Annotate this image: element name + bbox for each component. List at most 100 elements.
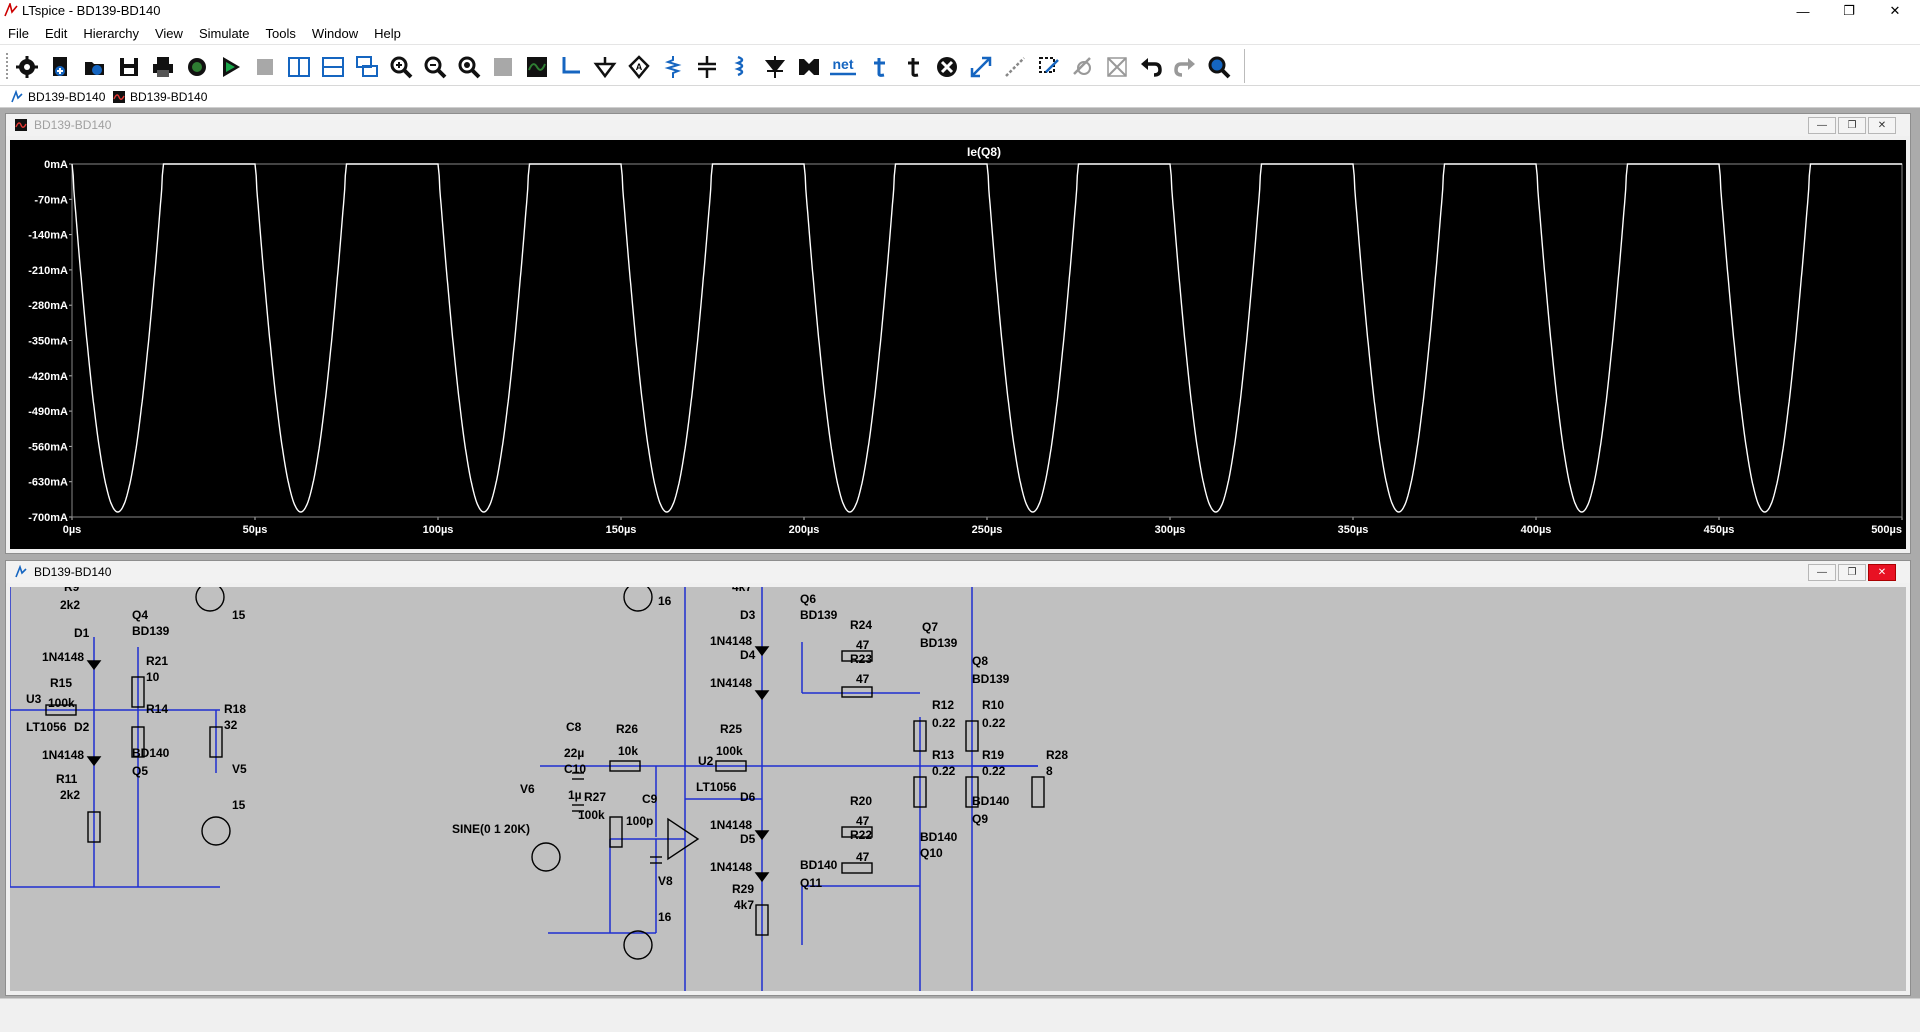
- label-c9: C9: [642, 792, 658, 806]
- label-c8: C8: [566, 720, 582, 734]
- waveform-minimize-button[interactable]: —: [1808, 117, 1836, 134]
- label-q7: Q7: [922, 620, 938, 634]
- menu-simulate[interactable]: Simulate: [198, 25, 250, 41]
- label-q8: Q8: [972, 654, 988, 668]
- new-schematic-icon[interactable]: [48, 54, 74, 80]
- schematic-icon: [15, 565, 27, 578]
- text-icon[interactable]: [866, 54, 892, 80]
- schematic-drawing[interactable]: R9 2k2 Q4 BD139 D1 1N4148 R21 10 R15 100…: [10, 587, 1906, 991]
- label-d5-model: 1N4148: [710, 860, 752, 874]
- trace-ie-q8[interactable]: [71, 163, 1902, 513]
- schematic-window-caption[interactable]: BD139-BD140: [6, 561, 1910, 583]
- label-d1-model: 1N4148: [42, 650, 84, 664]
- y-tick-label: -490mA: [28, 406, 68, 418]
- label-r23: R23: [850, 652, 872, 666]
- x-tick-label: 200µs: [789, 524, 820, 536]
- tile-vertical-icon[interactable]: [286, 54, 312, 80]
- minimize-button[interactable]: —: [1796, 3, 1810, 19]
- wire-icon[interactable]: [558, 54, 584, 80]
- waveform-chart[interactable]: Ie(Q8) 0mA-70mA-140mA-210mA-280mA-350mA-…: [10, 140, 1908, 551]
- label-r19-value: 0.22: [982, 764, 1006, 778]
- cascade-icon[interactable]: [354, 54, 380, 80]
- net-label-icon[interactable]: net: [828, 54, 858, 80]
- schematic-canvas[interactable]: R9 2k2 Q4 BD139 D1 1N4148 R21 10 R15 100…: [10, 587, 1906, 991]
- label-q6-model: BD139: [800, 608, 838, 622]
- redo-icon[interactable]: [1172, 54, 1198, 80]
- zoom-out-icon[interactable]: [422, 54, 448, 80]
- waveform-window-title: BD139-BD140: [34, 118, 112, 132]
- tab-waveform[interactable]: BD139-BD140: [112, 88, 207, 106]
- mirror-icon[interactable]: [1070, 54, 1096, 80]
- y-axis-ticks: 0mA-70mA-140mA-210mA-280mA-350mA-420mA-4…: [28, 159, 72, 524]
- zoom-fit-icon[interactable]: [456, 54, 482, 80]
- label-q6: Q6: [800, 592, 816, 606]
- label-r29-value: 4k7: [734, 898, 754, 912]
- x-tick-label: 500µs: [1871, 524, 1902, 536]
- label-d5: D5: [740, 832, 756, 846]
- waveform-close-button[interactable]: ✕: [1868, 117, 1896, 134]
- waveform-plot-area[interactable]: Ie(Q8) 0mA-70mA-140mA-210mA-280mA-350mA-…: [10, 140, 1906, 549]
- label-q8-model: BD139: [972, 672, 1010, 686]
- window-title: LTspice - BD139-BD140: [22, 3, 161, 18]
- resistor-icon[interactable]: [660, 54, 686, 80]
- menu-tools[interactable]: Tools: [265, 25, 296, 41]
- autorange-icon[interactable]: [524, 54, 550, 80]
- label-r10: R10: [982, 698, 1004, 712]
- save-icon[interactable]: [116, 54, 142, 80]
- label-q5-model: BD140: [132, 746, 170, 760]
- print-icon[interactable]: [150, 54, 176, 80]
- diode-icon[interactable]: [762, 54, 788, 80]
- delete-icon[interactable]: [934, 54, 960, 80]
- toolbar-grip[interactable]: [6, 53, 10, 79]
- waveform-window-caption[interactable]: BD139-BD140: [6, 114, 1910, 136]
- halt-icon[interactable]: [252, 54, 278, 80]
- label-icon[interactable]: A: [626, 54, 652, 80]
- open-icon[interactable]: [82, 54, 108, 80]
- y-tick-label: -140mA: [28, 230, 68, 242]
- menu-bar: File Edit Hierarchy View Simulate Tools …: [0, 22, 1920, 44]
- drag-icon[interactable]: [1002, 54, 1028, 80]
- undo-icon[interactable]: [1138, 54, 1164, 80]
- label-q10-model: BD140: [920, 830, 958, 844]
- find-icon[interactable]: [1206, 54, 1232, 80]
- run-icon[interactable]: [218, 54, 244, 80]
- label-r29: R29: [732, 882, 754, 896]
- close-button[interactable]: ✕: [1889, 3, 1901, 18]
- waveform-restore-button[interactable]: ❐: [1838, 117, 1866, 134]
- label-r18: R18: [224, 702, 246, 716]
- mdi-workspace: BD139-BD140 — ❐ ✕ Ie(Q8) 0mA-70mA-140mA-…: [0, 108, 1920, 998]
- label-u3: U3: [26, 692, 42, 706]
- schematic-close-button[interactable]: ✕: [1868, 564, 1896, 581]
- label-r25-value: 100k: [716, 744, 743, 758]
- component-icon[interactable]: [796, 54, 822, 80]
- ground-icon[interactable]: [592, 54, 618, 80]
- tab-schematic[interactable]: BD139-BD140: [10, 88, 105, 106]
- menu-file[interactable]: File: [8, 25, 29, 41]
- schematic-restore-button[interactable]: ❐: [1838, 564, 1866, 581]
- rotate-icon[interactable]: [1036, 54, 1062, 80]
- label-q7-model: BD139: [920, 636, 958, 650]
- settings-icon[interactable]: [14, 54, 40, 80]
- maximize-button[interactable]: ❐: [1843, 3, 1855, 18]
- capacitor-icon[interactable]: [694, 54, 720, 80]
- status-bar: [0, 998, 1920, 1032]
- move-icon[interactable]: [968, 54, 994, 80]
- tile-horizontal-icon[interactable]: [320, 54, 346, 80]
- zoom-in-icon[interactable]: [388, 54, 414, 80]
- menu-edit[interactable]: Edit: [44, 25, 68, 41]
- inductor-icon[interactable]: [728, 54, 754, 80]
- label-r27-value: 100k: [578, 808, 605, 822]
- spice-directive-icon[interactable]: [900, 54, 926, 80]
- y-tick-label: -700mA: [28, 512, 68, 524]
- zoom-disabled-icon[interactable]: [490, 54, 516, 80]
- flip-icon[interactable]: [1104, 54, 1130, 80]
- control-panel-icon[interactable]: [184, 54, 210, 80]
- schematic-minimize-button[interactable]: —: [1808, 564, 1836, 581]
- tab-waveform-label: BD139-BD140: [130, 90, 208, 104]
- y-tick-label: -70mA: [34, 194, 68, 206]
- menu-view[interactable]: View: [154, 25, 183, 41]
- menu-hierarchy[interactable]: Hierarchy: [83, 25, 139, 41]
- menu-help[interactable]: Help: [374, 25, 401, 41]
- menu-window[interactable]: Window: [311, 25, 359, 41]
- label-v8: V8: [658, 874, 673, 888]
